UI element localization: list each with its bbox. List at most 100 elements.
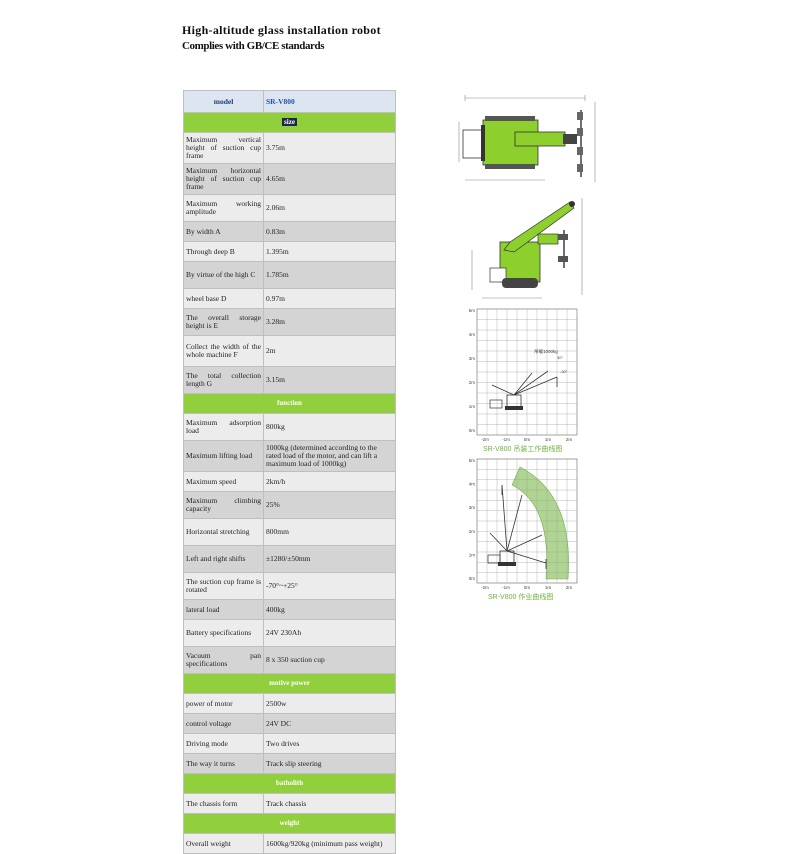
spec-value: Track chassis [263,793,396,814]
spec-label: The total collection length G [183,366,264,394]
spec-label: Collect the width of the whole machine F [183,335,264,367]
section-motive-power: motive power [183,673,396,694]
spec-value: 1.785m [263,261,396,289]
chart1-caption: SR-V800 吊装工作曲线图 [483,446,563,453]
spec-value: 3.75m [263,132,396,164]
spec-label: Driving mode [183,733,264,754]
spec-value: Track slip steering [263,753,396,774]
model-value: SR-V800 [263,90,396,113]
spec-value: 3.28m [263,308,396,336]
header: High-altitude glass installation robot C… [182,23,381,52]
y-tick-label: 0m [469,576,476,581]
spec-label: lateral load [183,599,264,620]
spec-label: Maximum adsorption load [183,413,264,441]
spec-value: 24V DC [263,713,396,734]
section-batholith-label: batholith [183,773,396,794]
chart1-load-label: 吊载1000kg [534,348,558,355]
spec-value: 0.83m [263,221,396,242]
spec-value: 8 x 350 suction cup [263,646,396,674]
x-tick-label: -2m [481,437,489,442]
model-label: model [183,90,264,113]
spec-value: 2.06m [263,194,396,222]
spec-value: 2500w [263,693,396,714]
spec-value: 0.97m [263,288,396,309]
page-title: High-altitude glass installation robot [182,23,381,37]
spec-label: Vacuum pan specifications [183,646,264,674]
spec-value: -70°~+25° [263,572,396,600]
section-size-label: size [282,117,297,126]
spec-value: 1.395m [263,241,396,262]
spec-label: The way it turns [183,753,264,774]
spec-label: Maximum horizontal height of suction cup… [183,163,264,195]
y-tick-label: 5m [469,308,476,313]
spec-label: Horizontal stretching [183,518,264,546]
chart2-caption: SR-V800 作业曲线图 [488,594,554,601]
spec-label: Maximum climbing capacity [183,491,264,519]
x-tick-label: 0m [524,585,531,590]
spec-label: The chassis form [183,793,264,814]
y-tick-label: 1m [469,552,476,557]
chart1-grid [477,309,577,435]
spec-label: Through deep B [183,241,264,262]
spec-value: 2m [263,335,396,367]
spec-row: Maximum vertical height of suction cup f… [183,132,396,164]
section-batholith: batholith [183,773,396,794]
chart1-angle-top: 30° [557,355,563,360]
spec-label: Maximum vertical height of suction cup f… [183,132,264,164]
x-tick-label: -1m [502,585,510,590]
section-weight: weight [183,813,396,834]
spec-label: Maximum speed [183,471,264,492]
y-tick-label: 2m [469,380,476,385]
spec-value: 2km/h [263,471,396,492]
spec-value: ±1280/±50mm [263,545,396,573]
section-function: function [183,393,396,414]
section-size: size [183,112,396,133]
spec-row: Collect the width of the whole machine F… [183,335,396,367]
spec-label: The suction cup frame is rotated [183,572,264,600]
spec-value: 800mm [263,518,396,546]
spec-label: Overall weight [183,833,264,854]
section-function-label: function [183,393,396,414]
spec-label: wheel base D [183,288,264,309]
spec-value: 800kg [263,413,396,441]
spec-value: Two drives [263,733,396,754]
spec-value: 24V 230Ah [263,619,396,647]
y-tick-label: 3m [469,356,476,361]
side-view-drawing [471,198,583,299]
y-tick-label: 5m [469,458,476,463]
x-tick-label: -1m [502,437,510,442]
spec-row: Left and right shifts±1280/±50mm [183,545,396,573]
spec-value: 400kg [263,599,396,620]
spec-value: 3.15m [263,366,396,394]
spec-label: control voltage [183,713,264,734]
y-tick-label: 4m [469,332,476,337]
spec-value: 25% [263,491,396,519]
chart1-angle-bottom: -30° [560,369,568,374]
spec-value: 1000kg (determined according to the rate… [263,440,396,472]
model-row: model SR-V800 [183,90,396,113]
section-motive-power-label: motive power [183,673,396,694]
x-tick-label: 2m [566,585,573,590]
